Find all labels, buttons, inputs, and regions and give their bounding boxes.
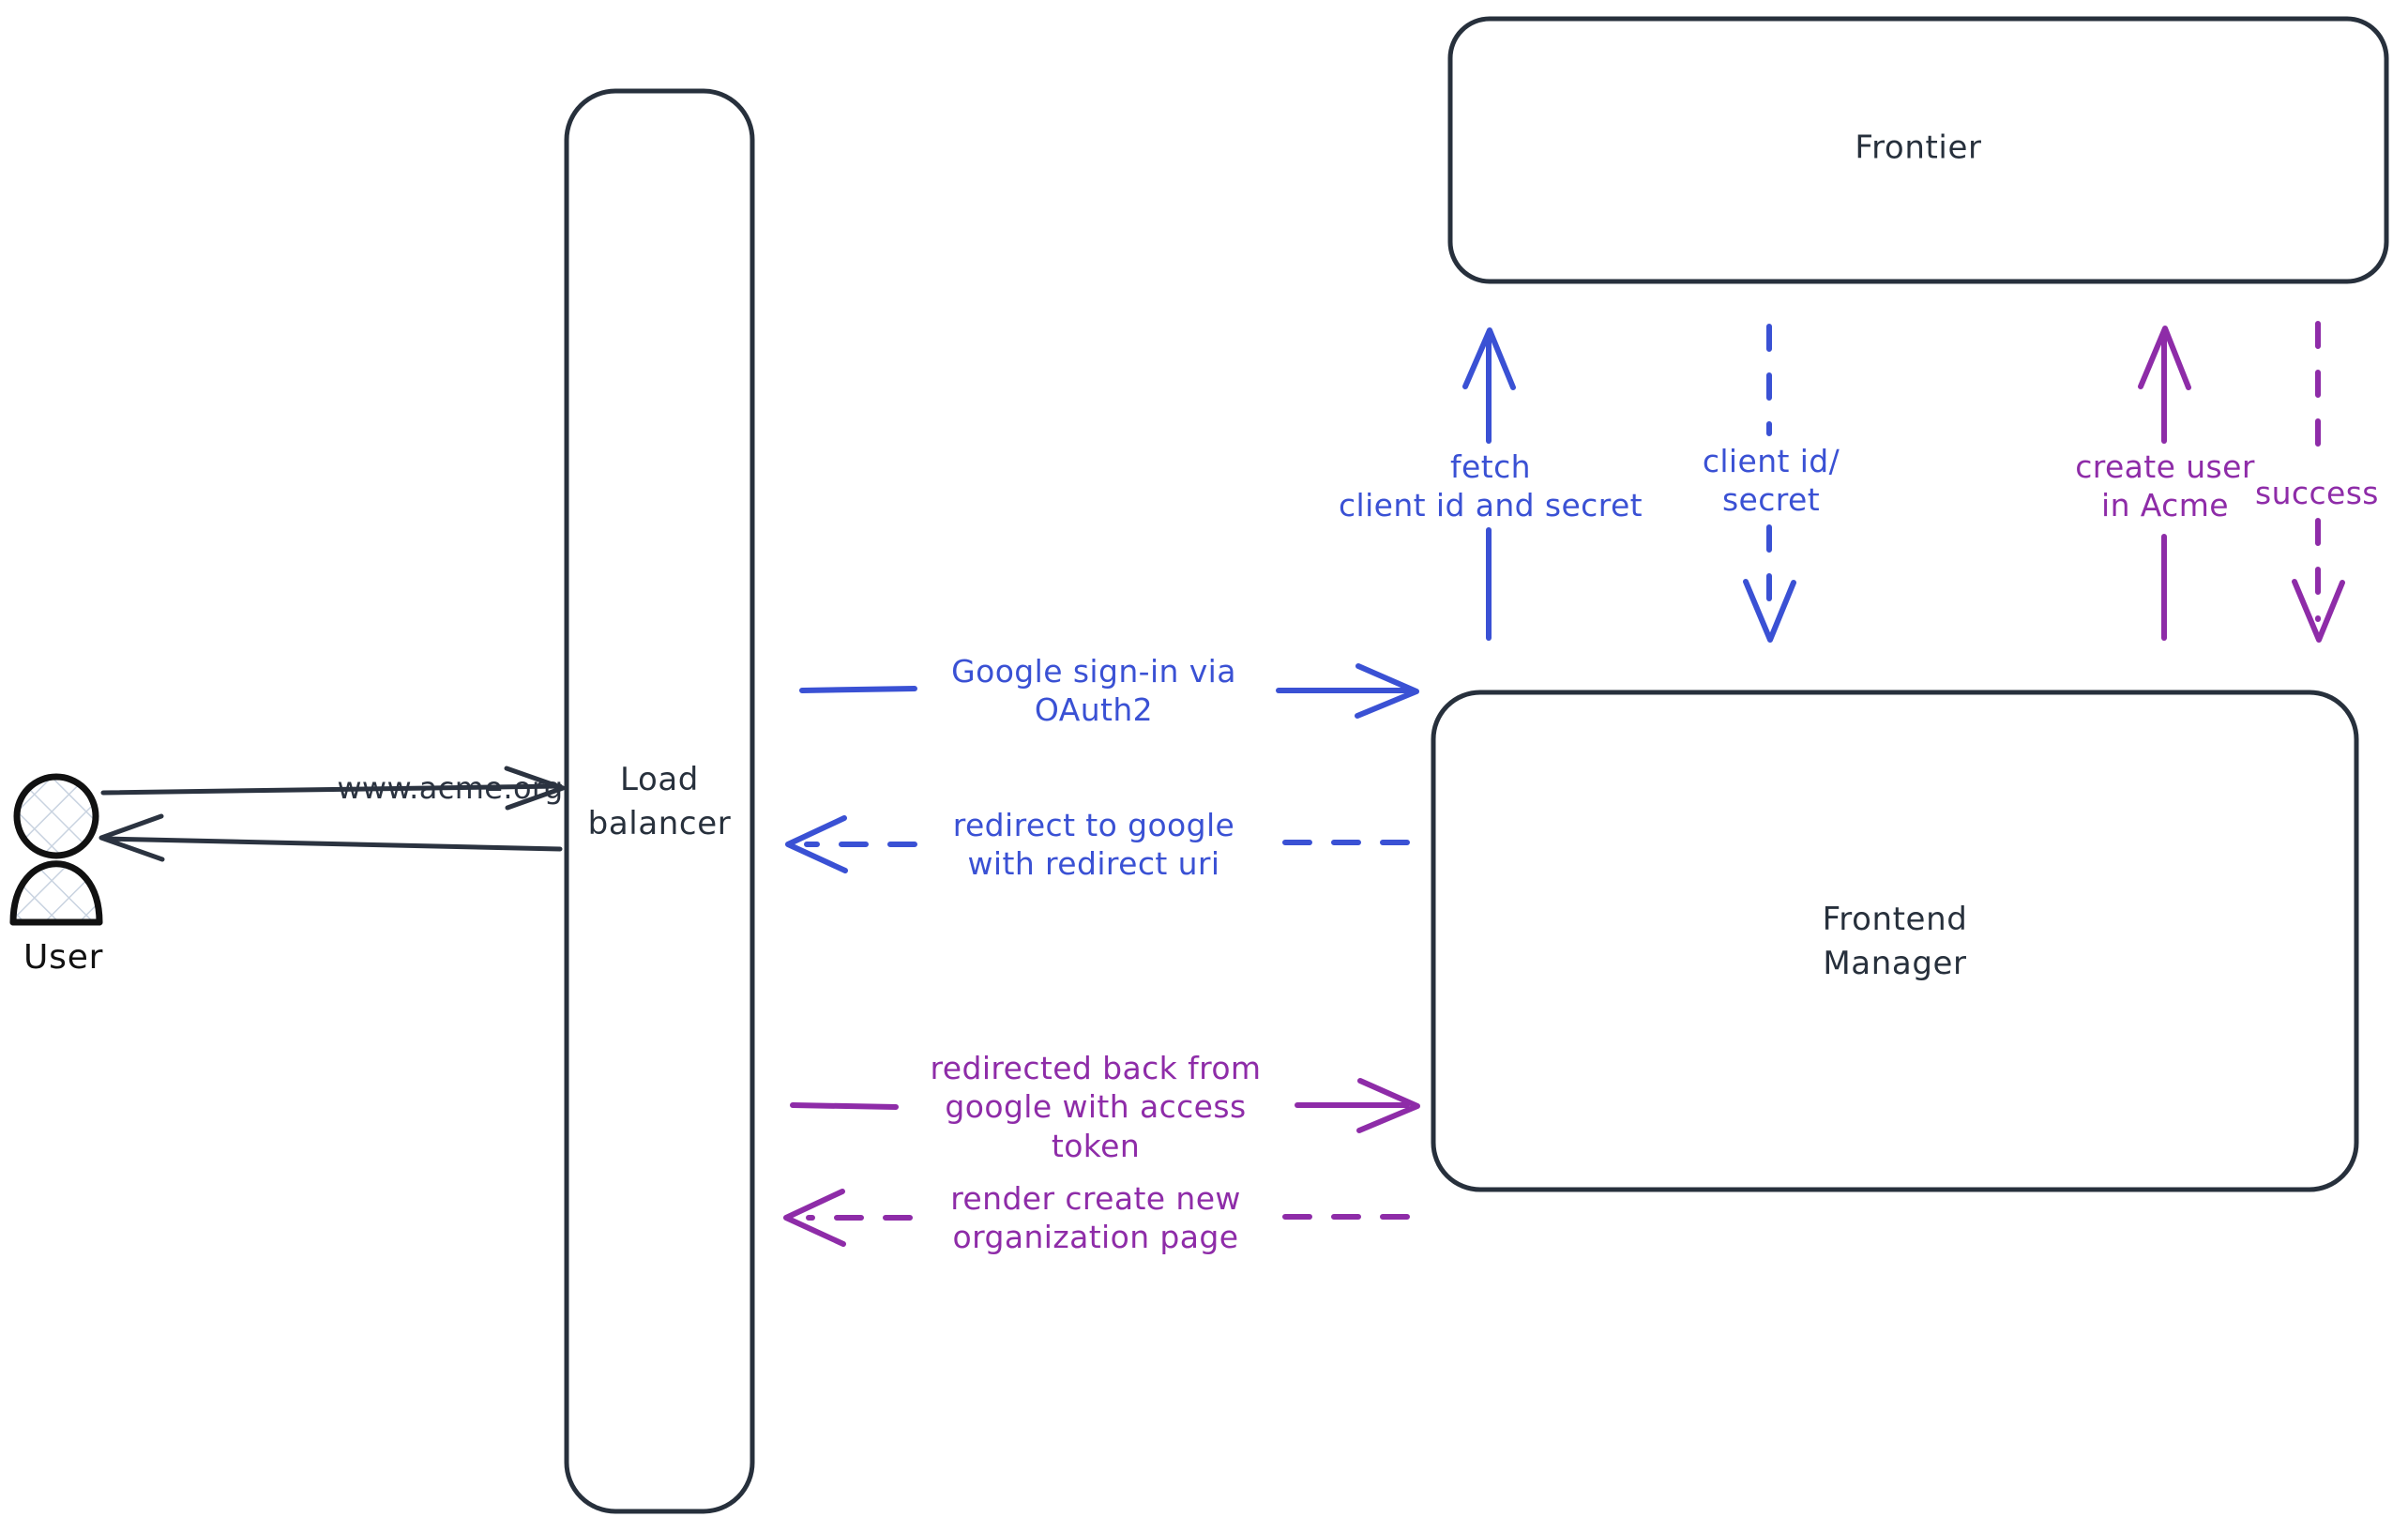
edge-lb-to-user — [98, 813, 563, 862]
edge-fm-to-frontier-fetch — [1462, 327, 1516, 641]
node-load-balancer[interactable] — [564, 88, 755, 1514]
edge-lb-to-fm-token — [790, 1078, 1420, 1133]
arrowhead-left — [783, 1189, 846, 1247]
actor-user — [9, 773, 103, 926]
arrowhead-right — [504, 766, 566, 811]
node-frontend-manager[interactable] — [1431, 690, 2359, 1192]
edge-fm-to-lb-render-org — [783, 1189, 1410, 1247]
edge-fm-to-lb-redirect — [785, 815, 1410, 873]
arrowhead-left — [785, 815, 848, 873]
arrowhead-down — [1743, 579, 1796, 643]
person-icon-body — [9, 860, 103, 926]
edge-lb-to-fm-signin — [799, 663, 1419, 719]
arrowhead-right — [1356, 1078, 1420, 1133]
arrowhead-right — [1355, 663, 1419, 719]
actor-user-label: User — [23, 938, 104, 977]
arrowhead-up — [2138, 326, 2191, 390]
person-icon-body-fill — [13, 863, 99, 922]
edge-fm-to-frontier-create-user — [2138, 326, 2191, 641]
edge-user-to-lb — [100, 766, 566, 811]
edge-frontier-to-fm-success — [2292, 321, 2345, 643]
arrowhead-down — [2292, 579, 2345, 643]
edge-frontier-to-fm-creds — [1743, 324, 1796, 643]
arrowhead-up — [1462, 327, 1516, 390]
arrowhead-left — [98, 813, 165, 862]
person-icon-head — [13, 773, 99, 859]
node-frontier[interactable] — [1447, 16, 2389, 284]
